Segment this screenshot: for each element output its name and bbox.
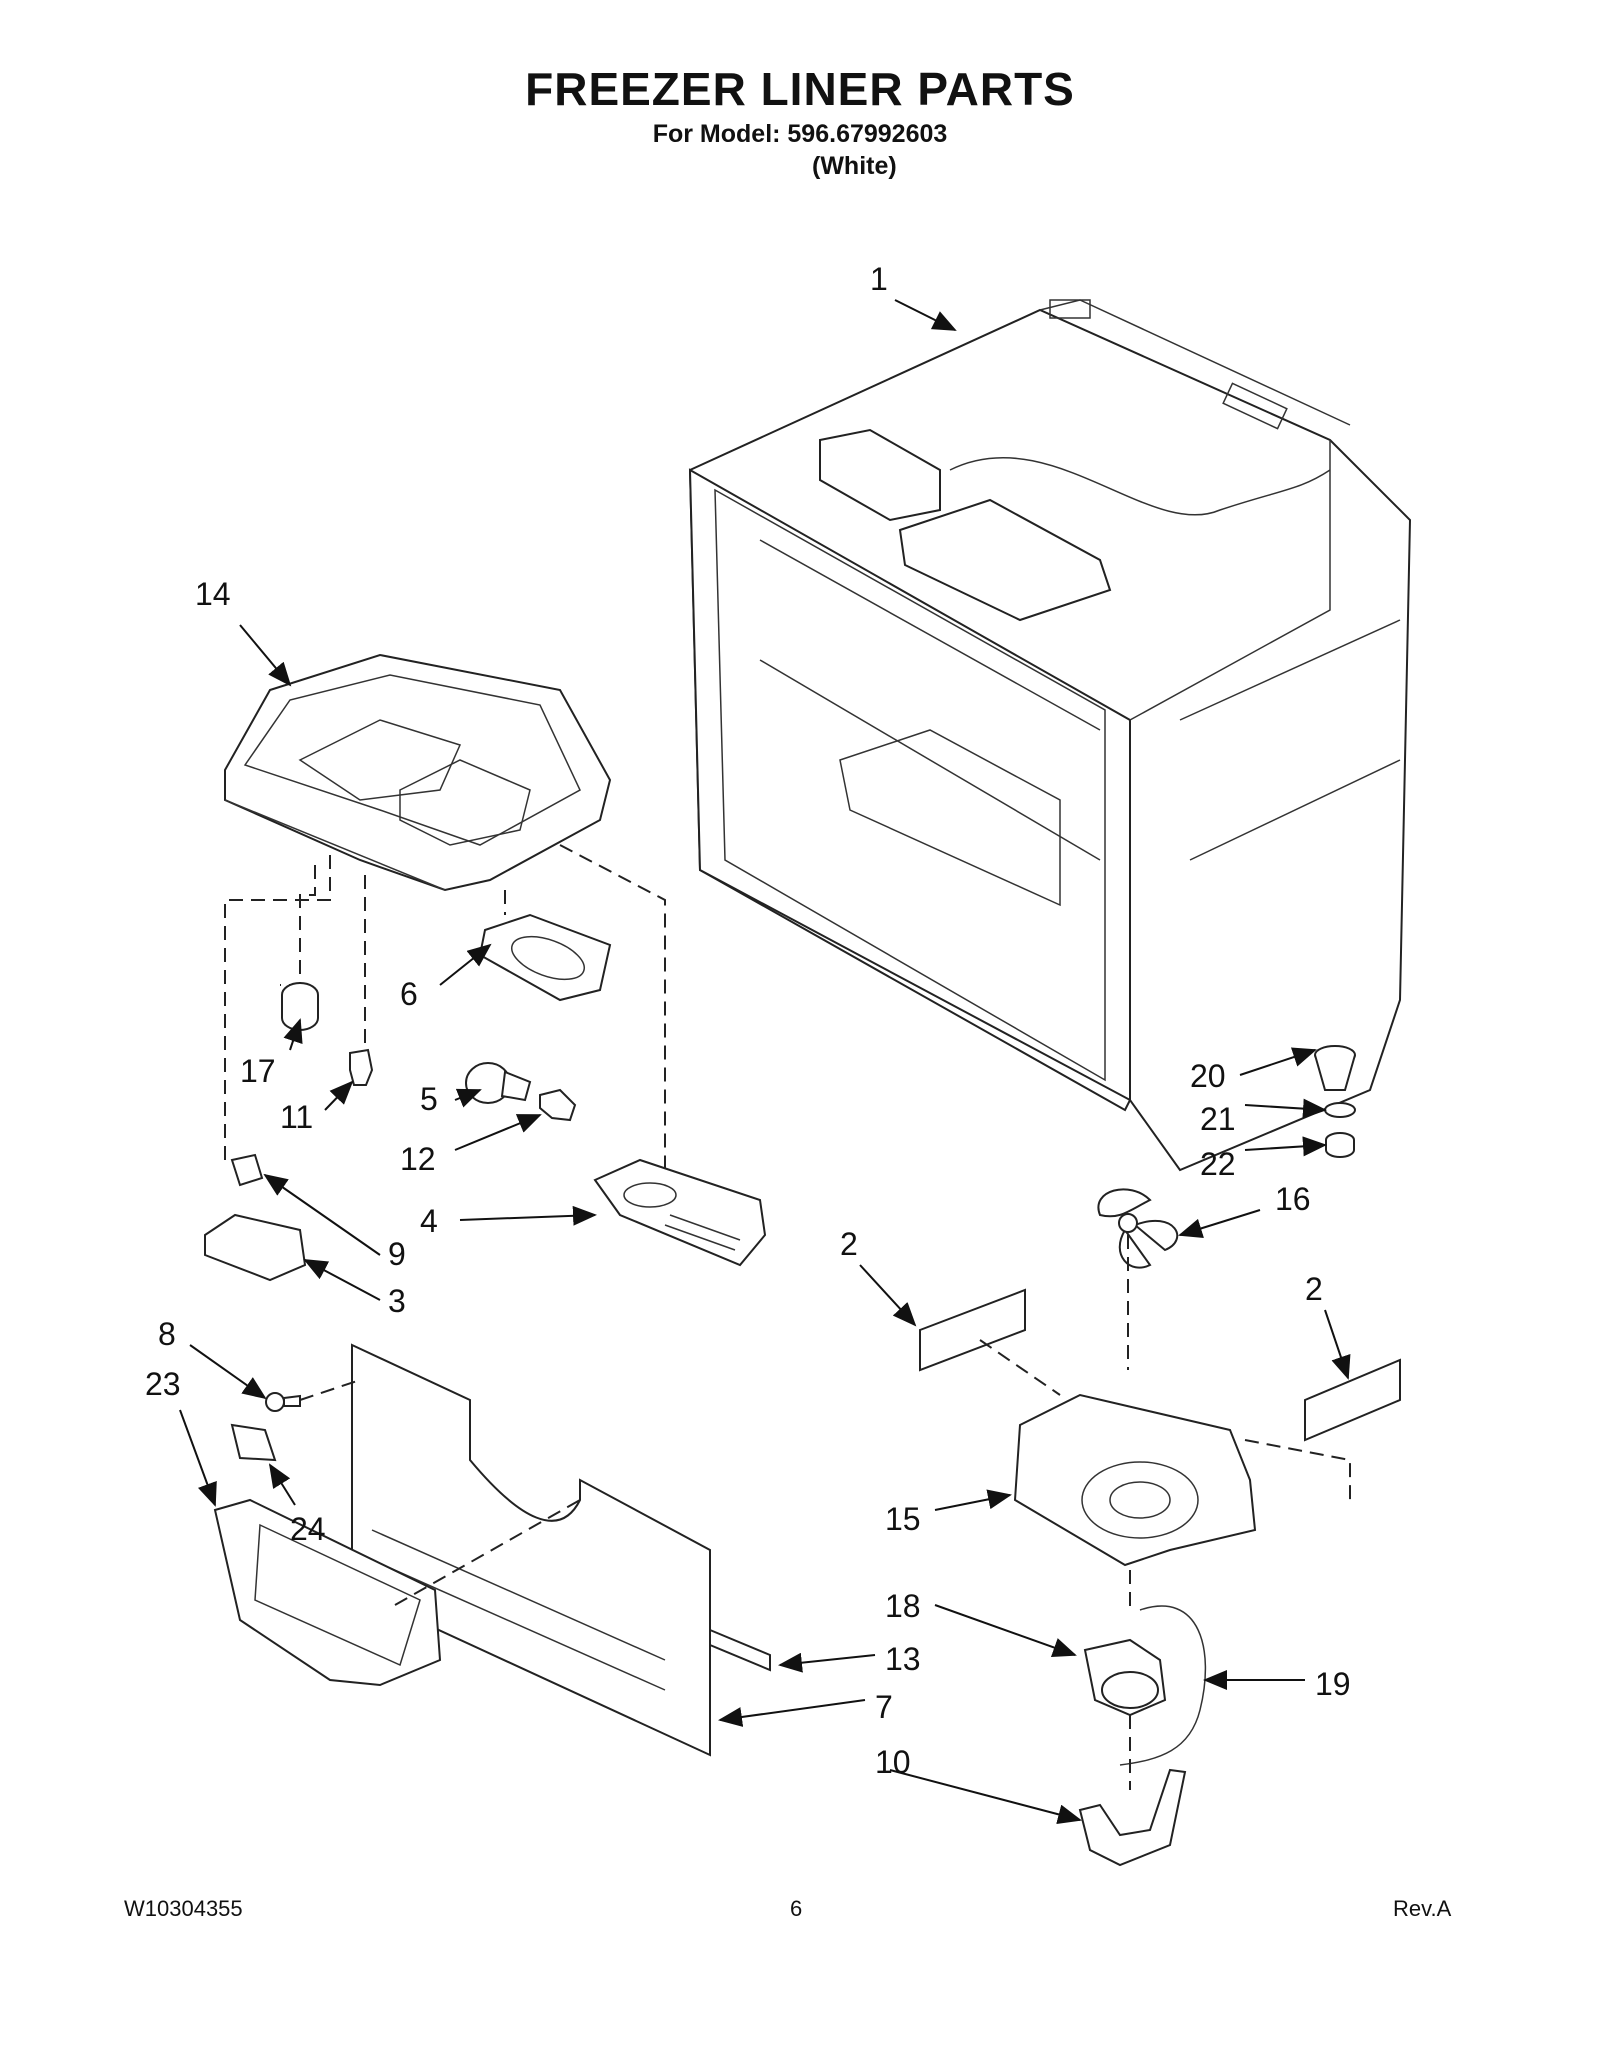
dashed-connector bbox=[1244, 1439, 1351, 1500]
seal-part-13 bbox=[709, 1628, 771, 1672]
model-variant: (White) bbox=[812, 152, 897, 180]
revision-label: Rev.A bbox=[1393, 1896, 1452, 1921]
motor-bracket-part-10 bbox=[1078, 1768, 1187, 1867]
callout-label: 13 bbox=[885, 1641, 921, 1677]
rear-panel-part-7 bbox=[351, 1343, 711, 1757]
callout-label: 5 bbox=[420, 1081, 438, 1117]
callout-label: 22 bbox=[1200, 1146, 1236, 1182]
callout-labels: 1 14 6 17 11 5 12 4 9 3 8 23 24 20 21 22… bbox=[145, 261, 1351, 1780]
grille-part-23 bbox=[213, 1498, 442, 1687]
dashed-connector bbox=[979, 1339, 1061, 1396]
callout-label: 24 bbox=[290, 1511, 326, 1547]
freezer-liner-part bbox=[688, 299, 1412, 1172]
dashed-connector bbox=[394, 1499, 581, 1606]
callout-label: 3 bbox=[388, 1283, 406, 1319]
bulb-part-5 bbox=[465, 1062, 532, 1104]
clip-part-24 bbox=[230, 1423, 277, 1462]
lens-cover-part-4 bbox=[593, 1158, 767, 1267]
screw-part-8 bbox=[265, 1392, 301, 1412]
callout-label: 20 bbox=[1190, 1058, 1226, 1094]
callout-label: 2 bbox=[1305, 1271, 1323, 1307]
foam-block-part-2 bbox=[919, 1288, 1026, 1372]
callout-label: 11 bbox=[280, 1099, 313, 1135]
page-number: 6 bbox=[790, 1896, 803, 1921]
callout-label: 9 bbox=[388, 1236, 406, 1272]
callout-label: 10 bbox=[875, 1744, 911, 1780]
housing-part-14 bbox=[224, 653, 612, 892]
switch-part-9 bbox=[230, 1153, 264, 1187]
page-title: FREEZER LINER PARTS bbox=[525, 63, 1075, 115]
model-line: For Model: 596.67992603 bbox=[652, 120, 948, 148]
callout-label: 8 bbox=[158, 1316, 176, 1352]
callout-label: 12 bbox=[400, 1141, 436, 1177]
callout-label: 2 bbox=[840, 1226, 858, 1262]
callout-label: 14 bbox=[195, 576, 231, 612]
fan-motor-part-18 bbox=[1083, 1638, 1167, 1717]
callout-label: 17 bbox=[240, 1053, 276, 1089]
wire-harness-part-19 bbox=[1119, 1605, 1207, 1766]
callout-label: 7 bbox=[875, 1689, 893, 1725]
callout-label: 4 bbox=[420, 1203, 438, 1239]
callout-label: 1 bbox=[870, 261, 888, 297]
callout-label: 16 bbox=[1275, 1181, 1311, 1217]
callout-label: 21 bbox=[1200, 1101, 1236, 1137]
fan-shroud-part-15 bbox=[1013, 1393, 1257, 1567]
cap-part-20 bbox=[1314, 1045, 1356, 1091]
switch-part-11 bbox=[349, 1048, 374, 1086]
callout-label: 23 bbox=[145, 1366, 181, 1402]
bracket-part-3 bbox=[204, 1213, 307, 1282]
dashed-connector bbox=[559, 844, 666, 1230]
foam-block-part-2 bbox=[1304, 1358, 1401, 1442]
callout-label: 18 bbox=[885, 1588, 921, 1624]
callout-label: 6 bbox=[400, 976, 418, 1012]
washer-part-22 bbox=[1325, 1132, 1355, 1158]
document-number: W10304355 bbox=[124, 1896, 243, 1921]
socket-part-12 bbox=[539, 1088, 577, 1122]
callout-leaders bbox=[179, 299, 1351, 1825]
dashed-connector bbox=[299, 1379, 361, 1401]
lens-part-6 bbox=[478, 913, 612, 1002]
fan-blade-part-16 bbox=[1097, 1188, 1179, 1269]
callout-label: 15 bbox=[885, 1501, 921, 1537]
callout-label: 19 bbox=[1315, 1666, 1351, 1702]
dashed-connector bbox=[280, 865, 316, 986]
o-ring-part-21 bbox=[1324, 1102, 1356, 1118]
dashed-connector bbox=[224, 855, 331, 1160]
